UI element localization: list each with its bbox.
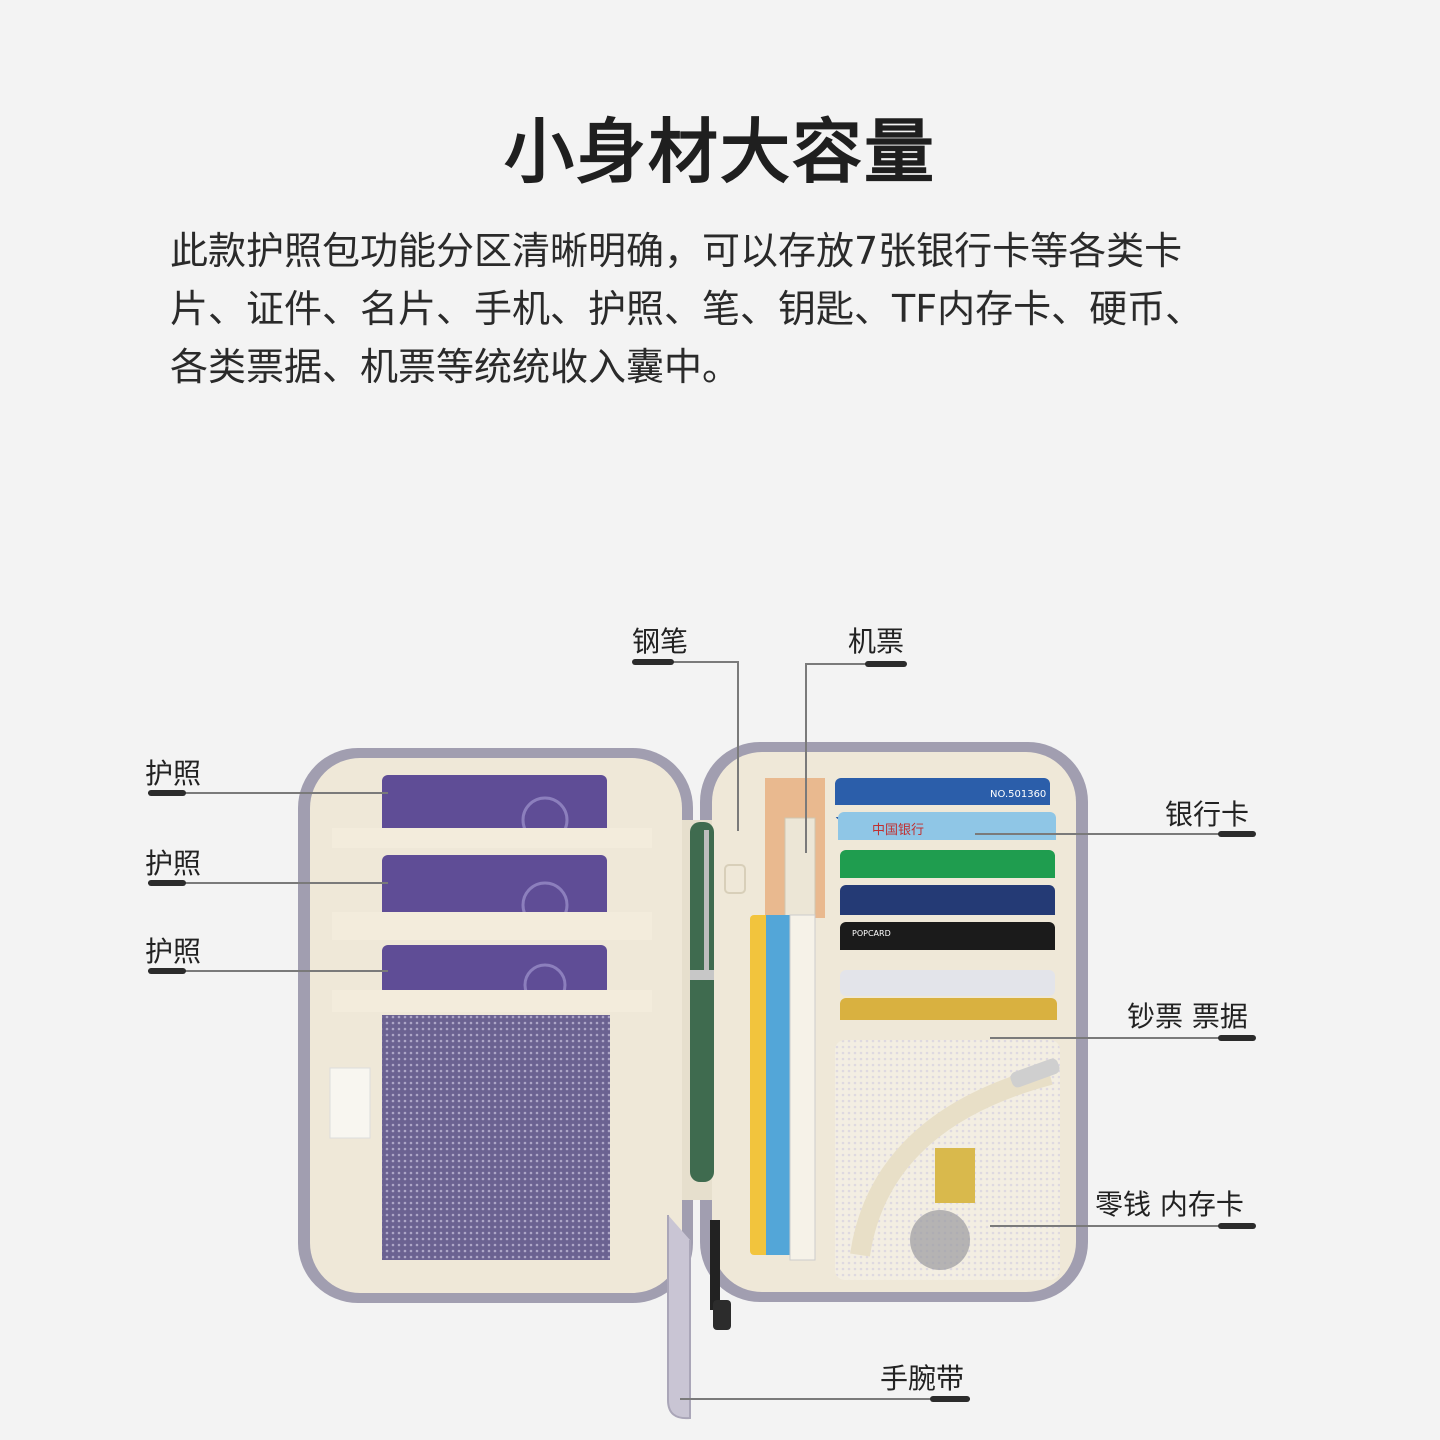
description-line: 此款护照包功能分区清晰明确，可以存放7张银行卡等各类卡 [170, 229, 1183, 273]
callout-marker [632, 659, 674, 665]
leader-line [990, 1037, 1255, 1039]
description-line: 各类票据、机票等统统收入囊中。 [170, 345, 741, 389]
card [840, 998, 1057, 1026]
card [840, 970, 1055, 996]
passport [382, 855, 607, 920]
description-line: 片、证件、名片、手机、护照、笔、钥匙、TF内存卡、硬币、 [170, 287, 1204, 331]
leader-line [805, 663, 807, 853]
callout-marker [148, 968, 186, 974]
callout-wrist-strap: 手腕带 [880, 1362, 965, 1395]
callout-marker [1218, 1035, 1256, 1041]
leader-line [148, 882, 388, 884]
wrist-strap [667, 1215, 691, 1420]
description: 此款护照包功能分区清晰明确，可以存放7张银行卡等各类卡 片、证件、名片、手机、护… [170, 222, 1270, 396]
card-slots: NO.501360 中国银行 POPCARD [832, 778, 1060, 1036]
card-number: NO.501360 [990, 789, 1046, 800]
callout-passport-2: 护照 [145, 847, 202, 880]
callout-bank-card: 银行卡 [1165, 798, 1250, 831]
callout-marker [148, 790, 186, 796]
leader-line [148, 792, 388, 794]
callout-marker [930, 1396, 970, 1402]
leader-line [680, 1398, 970, 1400]
callout-marker [1218, 1223, 1256, 1229]
passport-stack [332, 775, 652, 1012]
leader-line [148, 970, 388, 972]
callout-cash-receipts: 钞票 票据 [1127, 1000, 1248, 1033]
callout-pen: 钢笔 [632, 625, 689, 658]
card [840, 922, 1055, 958]
leader-line [660, 661, 738, 663]
leader-line [975, 833, 1255, 835]
page-title: 小身材大容量 [504, 111, 936, 193]
callout-marker [148, 880, 186, 886]
leader-line [737, 661, 739, 831]
callout-coins-memory: 零钱 内存卡 [1095, 1188, 1244, 1221]
callout-marker [865, 661, 907, 667]
callout-marker [1218, 831, 1256, 837]
passport [382, 945, 607, 995]
leader-line [805, 663, 905, 665]
pen-icon [690, 822, 714, 1182]
passport [382, 775, 607, 835]
callout-ticket: 机票 [848, 625, 905, 658]
callout-passport-3: 护照 [145, 935, 202, 968]
leader-line [990, 1225, 1255, 1227]
callout-passport-1: 护照 [145, 757, 202, 790]
bank-logo-text: 中国银行 [872, 823, 924, 838]
popcard-text: POPCARD [852, 929, 891, 938]
